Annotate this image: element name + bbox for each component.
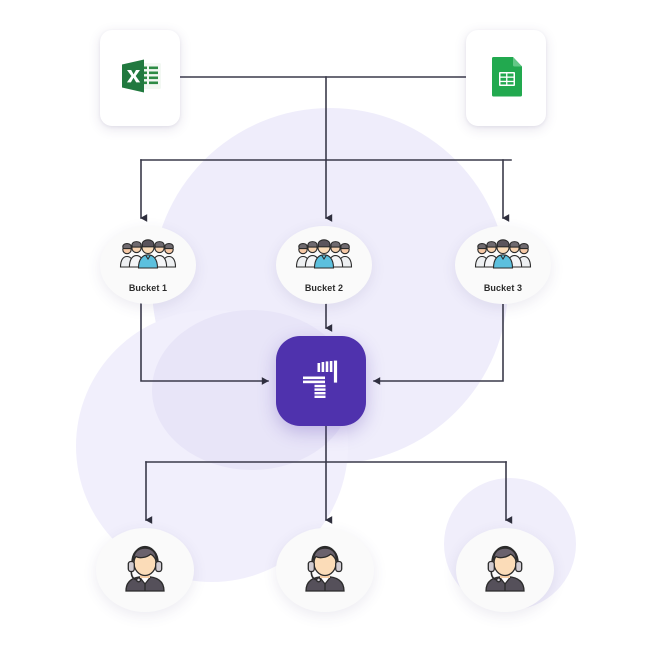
people-group-icon: [473, 237, 533, 282]
bucket-node-3[interactable]: Bucket 3: [455, 226, 551, 304]
wire-bucket-1-to-hub: [140, 299, 269, 385]
bucket-label: Bucket 1: [128, 283, 168, 293]
support-agent-icon: [118, 541, 172, 600]
google-sheets-icon: [480, 50, 532, 107]
people-group-icon: [118, 237, 178, 282]
source-card-excel[interactable]: [100, 30, 180, 126]
bucket-node-2[interactable]: Bucket 2: [276, 226, 372, 304]
source-card-google-sheets[interactable]: [466, 30, 546, 126]
bucket-node-1[interactable]: Bucket 1: [100, 226, 196, 304]
people-group-icon: [294, 237, 354, 282]
app-logo-icon: [295, 353, 347, 410]
wire-bucket-3-to-hub: [373, 299, 504, 385]
distribution-hub-node[interactable]: [276, 336, 366, 426]
agent-node-2[interactable]: [276, 528, 374, 612]
bucket-label: Bucket 2: [304, 283, 344, 293]
agent-node-1[interactable]: [96, 528, 194, 612]
bucket-label: Bucket 3: [483, 283, 523, 293]
agent-node-3[interactable]: [456, 528, 554, 612]
support-agent-icon: [298, 541, 352, 600]
microsoft-excel-icon: [114, 50, 166, 107]
support-agent-icon: [478, 541, 532, 600]
